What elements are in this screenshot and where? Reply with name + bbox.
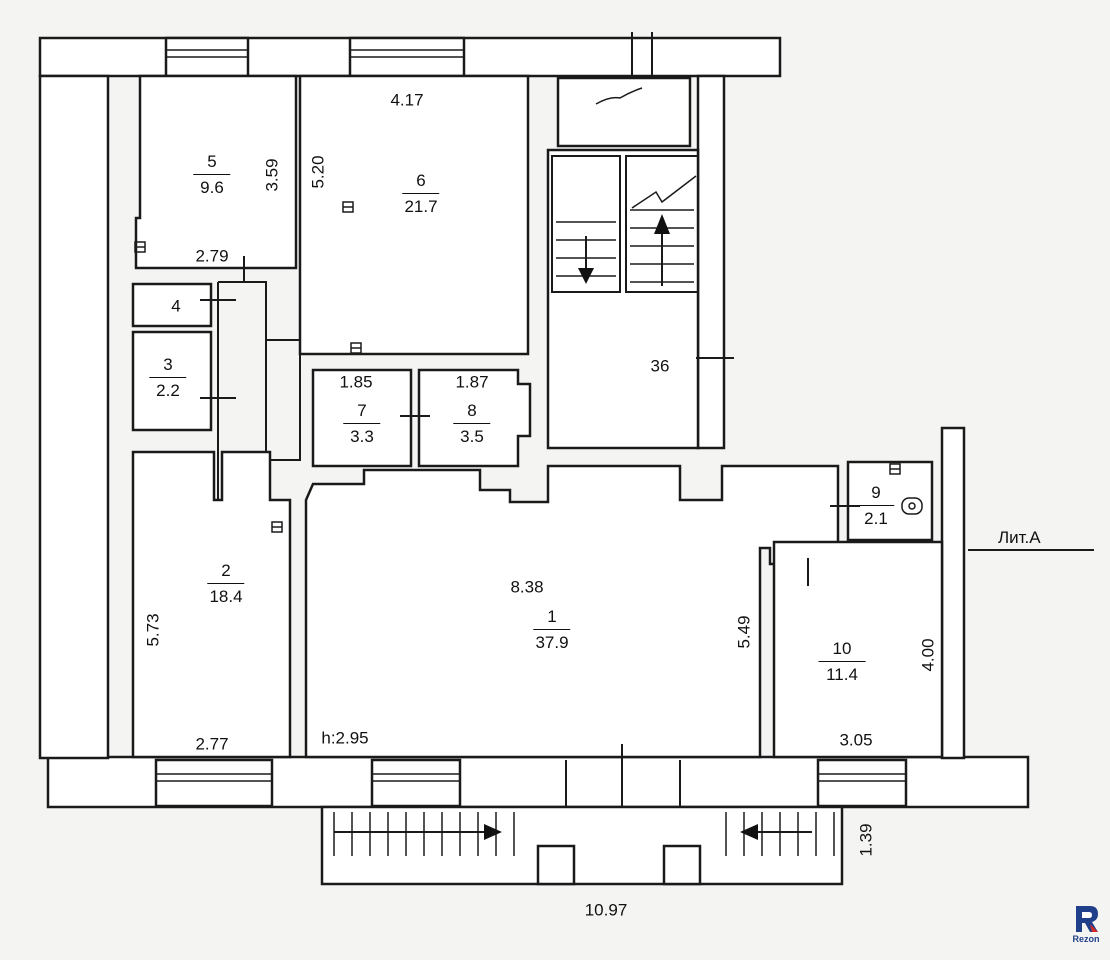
room-number: 2 — [207, 561, 245, 584]
room-4-number: 4 — [171, 296, 181, 316]
room-2-label: 2 18.4 — [207, 561, 245, 607]
bottom-window-1 — [154, 758, 274, 808]
stair-block-outline — [546, 148, 700, 450]
room-6-outline — [298, 74, 530, 356]
dim-room1-width: 8.38 — [510, 577, 544, 597]
dim-room6-depth: 5.20 — [308, 155, 328, 189]
corridor-outline — [217, 281, 301, 500]
room-number: 10 — [818, 639, 866, 662]
dim-room8-width: 1.87 — [455, 372, 489, 392]
room-3-outline — [131, 330, 213, 432]
room-number: 9 — [857, 483, 895, 506]
room-5-outline — [134, 74, 298, 270]
room-area: 11.4 — [826, 665, 858, 684]
bottom-window-2 — [370, 758, 462, 808]
ceiling-height: h:2.95 — [321, 728, 369, 748]
room-5-label: 5 9.6 — [193, 152, 231, 198]
room-area: 3.3 — [350, 427, 374, 446]
dim-room6-width: 4.17 — [390, 90, 424, 110]
room-number: 6 — [402, 171, 440, 194]
room-number: 8 — [453, 401, 491, 424]
top-window-2 — [348, 36, 466, 78]
room-area: 3.5 — [460, 427, 484, 446]
outlet-icons — [134, 201, 901, 533]
room-9-outline — [846, 460, 934, 542]
room-2-outline — [131, 450, 292, 759]
dim-room2-width: 2.77 — [195, 734, 229, 754]
left-wall — [38, 74, 110, 760]
stair-flight-down — [551, 155, 621, 293]
stair-flight-up — [625, 155, 699, 293]
logo-text: Rezon — [1072, 934, 1100, 944]
toilet-icon — [901, 497, 923, 515]
room-area: 2.2 — [156, 381, 180, 400]
room-8-outline — [417, 368, 532, 468]
room-9-label: 9 2.1 — [857, 483, 895, 529]
porch-pier-left — [536, 844, 576, 886]
rezon-r-logo-icon — [1076, 906, 1098, 932]
building-label: Лит.А — [998, 528, 1041, 547]
room-number: 7 — [343, 401, 381, 424]
bottom-window-3 — [816, 758, 908, 808]
porch-stair-left — [333, 812, 515, 856]
room-10-outline — [772, 540, 944, 759]
dim-overall-width: 10.97 — [584, 900, 628, 920]
room-6-label: 6 21.7 — [402, 171, 440, 217]
dim-porch-depth: 1.39 — [856, 823, 876, 857]
room-number: 1 — [533, 607, 571, 630]
room-4-outline — [131, 282, 213, 328]
dim-room7-width: 1.85 — [339, 372, 373, 392]
stair-right-wall — [696, 74, 726, 450]
upper-landing — [556, 76, 692, 148]
entrance-porch — [320, 805, 844, 886]
room-10-label: 10 11.4 — [818, 639, 866, 685]
right-wall — [940, 426, 966, 760]
room-1-outline — [304, 464, 840, 759]
room-area: 9.6 — [200, 178, 224, 197]
dim-room5-width: 2.79 — [195, 246, 229, 266]
landing-mark — [595, 87, 643, 105]
rezon-logo: Rezon — [1066, 904, 1106, 944]
dim-room1-depth: 5.49 — [734, 615, 754, 649]
room-area: 2.1 — [864, 509, 888, 528]
top-window-1 — [164, 36, 250, 78]
room-7-outline — [311, 368, 413, 468]
room-3-label: 3 2.2 — [149, 355, 187, 401]
porch-pier-right — [662, 844, 702, 886]
dim-room5-depth: 3.59 — [262, 158, 282, 192]
room-7-label: 7 3.3 — [343, 401, 381, 447]
room-number: 3 — [149, 355, 187, 378]
porch-stair-right — [725, 812, 835, 856]
dim-room2-depth: 5.73 — [143, 613, 163, 647]
room-1-label: 1 37.9 — [533, 607, 571, 653]
room-number: 5 — [193, 152, 231, 175]
dim-room10-width: 3.05 — [839, 730, 873, 750]
room-area: 37.9 — [535, 633, 569, 652]
room-area: 18.4 — [209, 587, 243, 606]
room-area: 21.7 — [404, 197, 438, 216]
dim-room10-depth: 4.00 — [918, 638, 938, 672]
top-window-3 — [631, 32, 653, 80]
stair-label: 36 — [650, 356, 670, 376]
room-8-label: 8 3.5 — [453, 401, 491, 447]
